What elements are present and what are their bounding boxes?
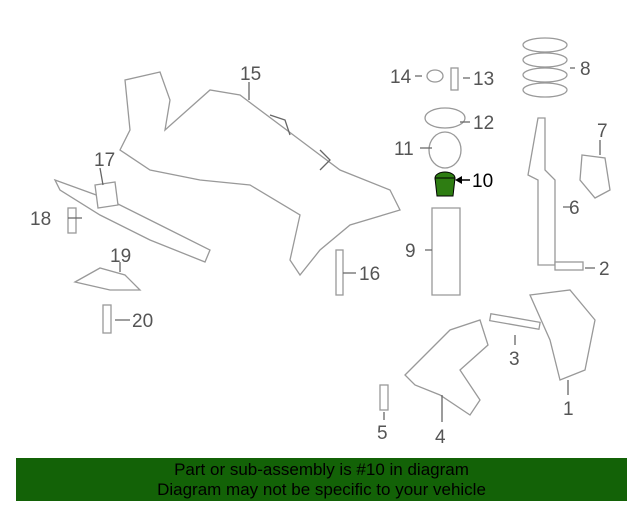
crossmember-part[interactable] xyxy=(53,178,211,263)
callout-8[interactable]: 8 xyxy=(580,59,591,80)
bolt-18-part[interactable] xyxy=(67,207,77,234)
bolt-20-part[interactable] xyxy=(102,304,112,334)
bump-stop-10-part[interactable] xyxy=(434,171,456,197)
callout-7[interactable]: 7 xyxy=(597,121,608,142)
boot-9-part[interactable] xyxy=(431,207,461,296)
strut-6-part[interactable] xyxy=(527,117,556,266)
leader-lines xyxy=(68,67,601,422)
callout-4[interactable]: 4 xyxy=(435,427,446,448)
callout-1[interactable]: 1 xyxy=(563,399,574,420)
mount-12-part[interactable] xyxy=(424,107,466,129)
bolt-2-part[interactable] xyxy=(554,261,584,271)
callout-14[interactable]: 14 xyxy=(390,67,412,88)
callout-12[interactable]: 12 xyxy=(473,113,494,134)
subframe-part[interactable] xyxy=(119,71,401,277)
callout-20[interactable]: 20 xyxy=(132,311,153,332)
callout-18[interactable]: 18 xyxy=(30,209,51,230)
cap-14-part[interactable] xyxy=(426,69,444,83)
callout-19[interactable]: 19 xyxy=(110,246,131,267)
control-arm-4-part[interactable] xyxy=(404,319,489,416)
bracket-17-part[interactable] xyxy=(94,181,119,209)
banner-line-2: Diagram may not be specific to your vehi… xyxy=(157,480,486,499)
bolt-3-part[interactable] xyxy=(488,312,541,331)
knuckle-1-part[interactable] xyxy=(529,289,596,381)
callout-6[interactable]: 6 xyxy=(569,198,580,219)
bolt-16-part[interactable] xyxy=(335,249,344,296)
bolt-13-part[interactable] xyxy=(450,67,459,91)
callout-3[interactable]: 3 xyxy=(509,349,520,370)
parts-diagram: 1 2 3 4 5 6 7 8 9 10 11 12 13 14 15 16 1… xyxy=(30,37,611,448)
callout-2[interactable]: 2 xyxy=(599,259,610,280)
callout-15[interactable]: 15 xyxy=(240,64,261,85)
spring-8-part[interactable] xyxy=(522,37,568,98)
callout-11[interactable]: 11 xyxy=(394,139,414,160)
callout-5[interactable]: 5 xyxy=(377,423,388,444)
info-banner: Part or sub-assembly is #10 in diagram D… xyxy=(16,458,627,501)
banner-line-1: Part or sub-assembly is #10 in diagram xyxy=(174,460,469,479)
bracket-19-part[interactable] xyxy=(73,267,142,291)
callout-9[interactable]: 9 xyxy=(405,241,416,262)
callout-13[interactable]: 13 xyxy=(473,69,494,90)
bolt-5-part[interactable] xyxy=(379,384,389,411)
bracket-7-part[interactable] xyxy=(579,154,611,199)
callout-17[interactable]: 17 xyxy=(94,150,115,171)
bearing-11-part[interactable] xyxy=(428,131,462,169)
callout-16[interactable]: 16 xyxy=(359,264,380,285)
callout-10[interactable]: 10 xyxy=(472,171,493,192)
